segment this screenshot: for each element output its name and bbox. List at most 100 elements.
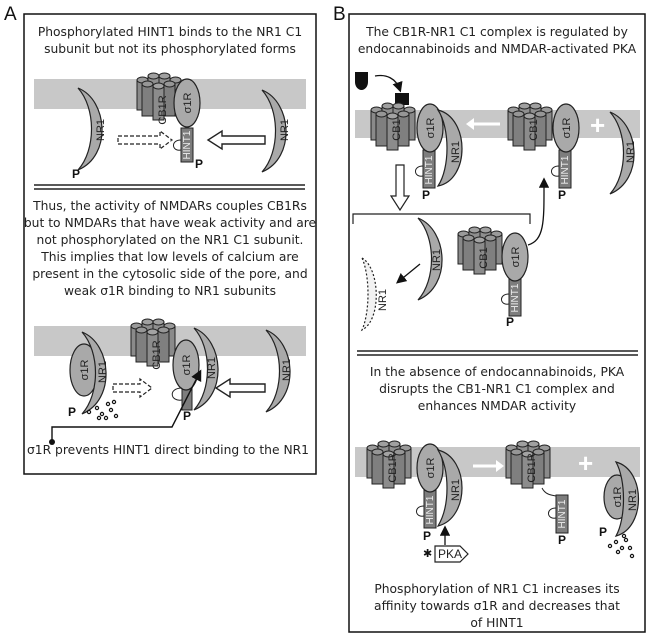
hint1-protein (180, 127, 194, 163)
bound-ligand (395, 93, 409, 105)
pka-kinase (434, 545, 469, 563)
calcium-ions (607, 533, 635, 559)
nr1-label: NR1 (625, 141, 637, 163)
panel-b-title-line-1: The CB1R-NR1 C1 complex is regulated by (365, 25, 628, 39)
panel-a-middle-line-3: not phosphorylated on the NR1 C1 subunit… (37, 233, 304, 247)
cb1r-label: CB1R (151, 340, 163, 369)
linker-loop (173, 139, 182, 151)
panel-a-footer: σ1R prevents HINT1 direct binding to the… (27, 443, 309, 457)
nr1-label: NR1 (95, 119, 107, 141)
dissociation-bracket (352, 213, 531, 224)
sigma1r-protein (501, 232, 529, 282)
nr1-degraded-crescent (360, 256, 377, 332)
cb1r-label: CB1R (387, 453, 399, 482)
sigma1r-label: σ1R (510, 247, 522, 268)
panel-a-middle-line-6: weak σ1R binding to NR1 subunits (64, 284, 276, 298)
nr1-label: NR1 (450, 479, 462, 501)
hint1-label: HINT1 (424, 155, 435, 184)
phospho-nr1: P (68, 405, 76, 419)
degradation-arrow (395, 263, 421, 284)
inhibition-pointer (51, 369, 202, 440)
sigma1r-protein (416, 443, 444, 493)
phospho-hint1: P (558, 188, 566, 202)
hint1-label: HINT1 (510, 283, 521, 312)
cb1-label: CB1 (391, 119, 403, 140)
reassociation-arrow (527, 177, 550, 246)
white-arrow-head (496, 460, 504, 472)
sigma1r-label: σ1R (425, 458, 437, 479)
nr1-crescent (614, 461, 639, 537)
sigma1r-label: σ1R (181, 355, 193, 376)
tether-line (541, 487, 557, 497)
hint1-label: HINT1 (425, 495, 436, 524)
sigma1r-protein (416, 103, 444, 153)
panel-b-title-line-2: endocannabinoids and NMDAR-activated PKA (358, 42, 637, 56)
panel-a-frame (23, 13, 317, 475)
nr1-crescent (436, 109, 463, 187)
hint1-label: HINT1 (560, 155, 571, 184)
calcium-ions (86, 399, 119, 421)
panel-b-footer-line-2: affinity towards σ1R and decreases that (374, 599, 620, 613)
panel-b-footer-line-3: of HINT1 (470, 616, 523, 630)
phospho-hint1: P (423, 529, 431, 543)
phospho-hint1: P (183, 409, 191, 423)
phospho-hint1: P (422, 188, 430, 202)
sigma1r-protein (552, 103, 580, 153)
phospho-nr1: P (599, 525, 607, 539)
panel-b-middle-line-1: In the absence of endocannabinoids, PKA (370, 365, 625, 379)
linker-loop (548, 507, 557, 519)
dashed-arrow-right (112, 377, 153, 399)
phospho-hint1: P (558, 533, 566, 547)
sigma1r-label: σ1R (79, 360, 91, 381)
nr1-label: NR1 (431, 249, 443, 271)
nr1-label: NR1 (377, 289, 389, 311)
hollow-arrow-left (214, 377, 266, 399)
panel-b-middle-line-3: enhances NMDAR activity (418, 399, 576, 413)
cb1r-label: CB1R (157, 95, 169, 124)
nr1-label: NR1 (450, 141, 462, 163)
nr1-crescent (436, 449, 463, 527)
sigma1r-label: σ1R (182, 93, 194, 114)
panel-b-frame (348, 13, 646, 633)
hollow-arrow-down (389, 164, 411, 212)
nr1-label: NR1 (281, 359, 293, 381)
endocannabinoid-ligand (355, 72, 368, 90)
sigma1r-protein (173, 78, 201, 128)
nr1-label: NR1 (97, 361, 109, 383)
panel-a-middle-line-2: but to NMDARs that have weak activity an… (24, 216, 316, 230)
panel-a-middle-line-1: Thus, the activity of NMDARs couples CB1… (32, 199, 307, 213)
sigma1r-label: σ1R (425, 118, 437, 139)
nr1-label: NR1 (279, 119, 291, 141)
phospho-hint1: P (195, 157, 203, 171)
white-arrow-head (466, 118, 474, 130)
hint1-label: HINT1 (182, 130, 193, 159)
pointer-origin-dot (49, 439, 55, 445)
cb1r-label: CB1R (526, 453, 538, 482)
panel-b-label: B (333, 4, 346, 25)
phospho-nr1: P (72, 167, 80, 181)
nr1-label: NR1 (627, 489, 639, 511)
cb1-label: CB1 (528, 119, 540, 140)
panel-b-middle-line-2: disrupts the CB1-NR1 C1 complex and (379, 382, 615, 396)
plus-sign: + (578, 448, 593, 478)
panel-a-title-line-2: subunit but not its phosphorylated forms (44, 42, 296, 56)
panel-a-label: A (4, 4, 17, 25)
panel-a-middle-line-4: This implies that low levels of calcium … (40, 250, 299, 264)
pka-label: PKA (438, 547, 462, 561)
linker-loop (416, 505, 425, 517)
phosphorylation-star-icon: ✱ (423, 547, 432, 560)
linker-loop (501, 293, 510, 305)
phospho-hint1: P (506, 315, 514, 329)
plus-sign: + (590, 110, 605, 140)
cb1-label: CB1 (478, 247, 490, 268)
panel-b-footer-line-1: Phosphorylation of NR1 C1 increases its (374, 582, 619, 596)
panel-a-middle-line-5: present in the cytosolic side of the por… (32, 267, 307, 281)
dashed-arrow-right (117, 129, 173, 151)
ligand-binding-arrow (374, 74, 403, 93)
nr1-label: NR1 (206, 357, 218, 379)
linker-loop (415, 165, 424, 177)
linker-loop (171, 387, 183, 401)
hint1-protein (555, 494, 569, 534)
sigma1r-label: σ1R (561, 118, 573, 139)
